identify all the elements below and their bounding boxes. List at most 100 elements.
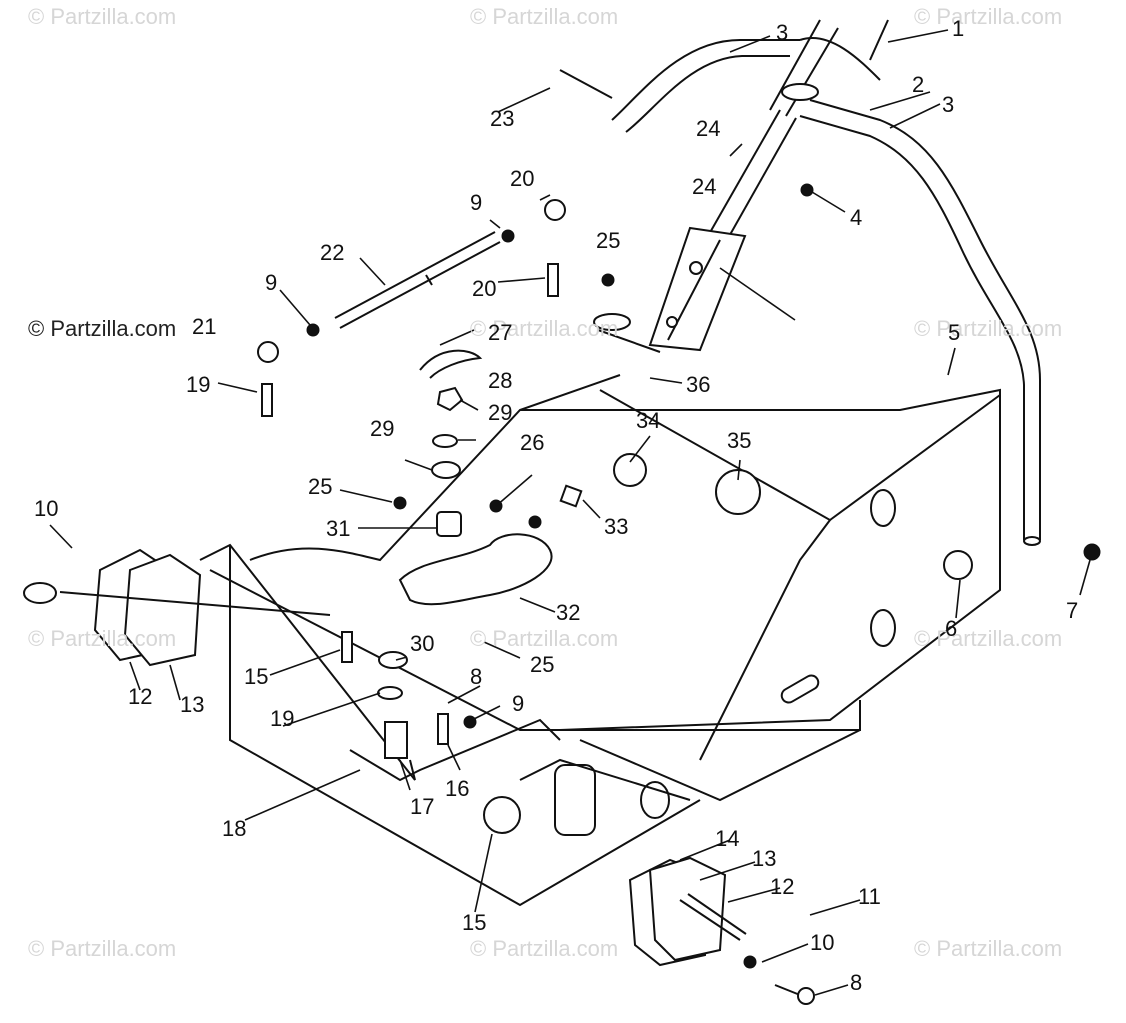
handlebar-tube xyxy=(611,19,1041,546)
callout-23: 24 xyxy=(696,116,721,141)
callout-2: 2 xyxy=(912,72,925,97)
washer-28 xyxy=(432,434,458,448)
watermark: © Partzilla.com xyxy=(28,4,177,29)
callout-25: 25 xyxy=(596,228,621,253)
callout-12: 12 xyxy=(128,684,153,709)
bolt-22 xyxy=(559,69,613,99)
callout-13: 14 xyxy=(715,826,740,851)
callout-28: 29 xyxy=(488,400,513,425)
callout-24: 24 xyxy=(692,174,717,199)
bushing-29-lower xyxy=(378,651,408,669)
flange-left xyxy=(23,548,331,667)
rod-end-20-left xyxy=(257,341,279,363)
callout-33: 34 xyxy=(636,408,661,433)
nut-7 xyxy=(1083,543,1101,561)
callout-6: 6 xyxy=(945,616,958,641)
callout-35: 36 xyxy=(686,372,711,397)
nut-9-a xyxy=(501,229,515,243)
rubber-mount-6 xyxy=(943,550,973,580)
callout-3: 3 xyxy=(776,20,789,45)
eye-bolt-8 xyxy=(774,984,801,996)
steering-plate xyxy=(398,533,553,606)
callout-18: 19 xyxy=(270,706,295,731)
callout-12: 13 xyxy=(752,846,777,871)
leader-lines xyxy=(49,29,1091,996)
bolt-19-left xyxy=(261,383,273,417)
rod-end-20-top xyxy=(544,199,566,221)
callout-9: 9 xyxy=(265,270,278,295)
watermark: © Partzilla.com xyxy=(914,316,1063,341)
bolt-15-right xyxy=(437,713,449,745)
callout-15: 16 xyxy=(445,776,470,801)
callout-14: 15 xyxy=(462,910,487,935)
callout-4: 4 xyxy=(850,205,863,230)
callout-22: 23 xyxy=(490,106,515,131)
callout-1: 1 xyxy=(952,16,965,41)
callout-25: 25 xyxy=(308,474,333,499)
watermark: © Partzilla.com xyxy=(28,936,177,961)
hairpin-26 xyxy=(419,349,483,379)
bushing-29 xyxy=(431,461,461,479)
callout-26: 27 xyxy=(488,320,513,345)
nut-27 xyxy=(436,386,464,412)
bolt-15-left xyxy=(341,631,353,663)
callout-32: 33 xyxy=(604,514,629,539)
callout-19: 19 xyxy=(186,372,211,397)
eye-bolt-8-eye xyxy=(797,987,815,1005)
callout-30: 31 xyxy=(326,516,351,541)
callout-19: 20 xyxy=(472,276,497,301)
bushing-30 xyxy=(436,511,462,537)
nut-4 xyxy=(800,183,814,197)
nut-9-d xyxy=(743,955,757,969)
callout-20: 20 xyxy=(510,166,535,191)
callout-31: 32 xyxy=(556,600,581,625)
callout-21: 22 xyxy=(320,240,345,265)
bolt-1 xyxy=(869,19,889,61)
callout-24: 25 xyxy=(530,652,555,677)
washer-18 xyxy=(377,686,403,700)
watermark: © Partzilla.com xyxy=(470,936,619,961)
callout-15: 15 xyxy=(244,664,269,689)
nut-9-b xyxy=(306,323,320,337)
tie-rod xyxy=(334,231,501,329)
flange-right xyxy=(628,856,747,967)
spring-16 xyxy=(384,721,408,759)
callout-9: 9 xyxy=(470,190,483,215)
callout-8: 8 xyxy=(850,970,863,995)
watermark-dark: © Partzilla.com xyxy=(28,316,177,341)
nut-25-d xyxy=(528,515,542,529)
callout-16: 17 xyxy=(410,794,435,819)
nut-9-c xyxy=(463,715,477,729)
callout-29: 29 xyxy=(370,416,395,441)
rubber-mount-33 xyxy=(613,453,647,487)
watermark: © Partzilla.com xyxy=(914,936,1063,961)
clip-32 xyxy=(559,484,583,508)
callout-5: 5 xyxy=(948,320,961,345)
rubber-mount-14 xyxy=(483,796,521,834)
callout-9: 9 xyxy=(512,691,525,716)
bolt-19-top xyxy=(547,263,559,297)
callout-34: 35 xyxy=(727,428,752,453)
watermark: © Partzilla.com xyxy=(470,316,619,341)
callout-7: 7 xyxy=(1066,598,1079,623)
callout-11: 12 xyxy=(770,874,795,899)
nut-25-b xyxy=(393,496,407,510)
steering-column xyxy=(593,109,797,353)
watermark: © Partzilla.com xyxy=(470,4,619,29)
callout-20: 21 xyxy=(192,314,217,339)
callout-25: 26 xyxy=(520,430,545,455)
callout-17: 18 xyxy=(222,816,247,841)
callout-13: 13 xyxy=(180,692,205,717)
callout-10: 11 xyxy=(858,884,881,909)
watermark: © Partzilla.com xyxy=(914,626,1063,651)
frame-tray xyxy=(199,374,1001,907)
watermark: © Partzilla.com xyxy=(28,626,177,651)
callout-8: 8 xyxy=(470,664,483,689)
nut-25-a xyxy=(601,273,615,287)
callout-3: 3 xyxy=(942,92,955,117)
callout-9: 10 xyxy=(810,930,835,955)
watermark: © Partzilla.com xyxy=(470,626,619,651)
callout-29: 30 xyxy=(410,631,435,656)
callout-27: 28 xyxy=(488,368,513,393)
